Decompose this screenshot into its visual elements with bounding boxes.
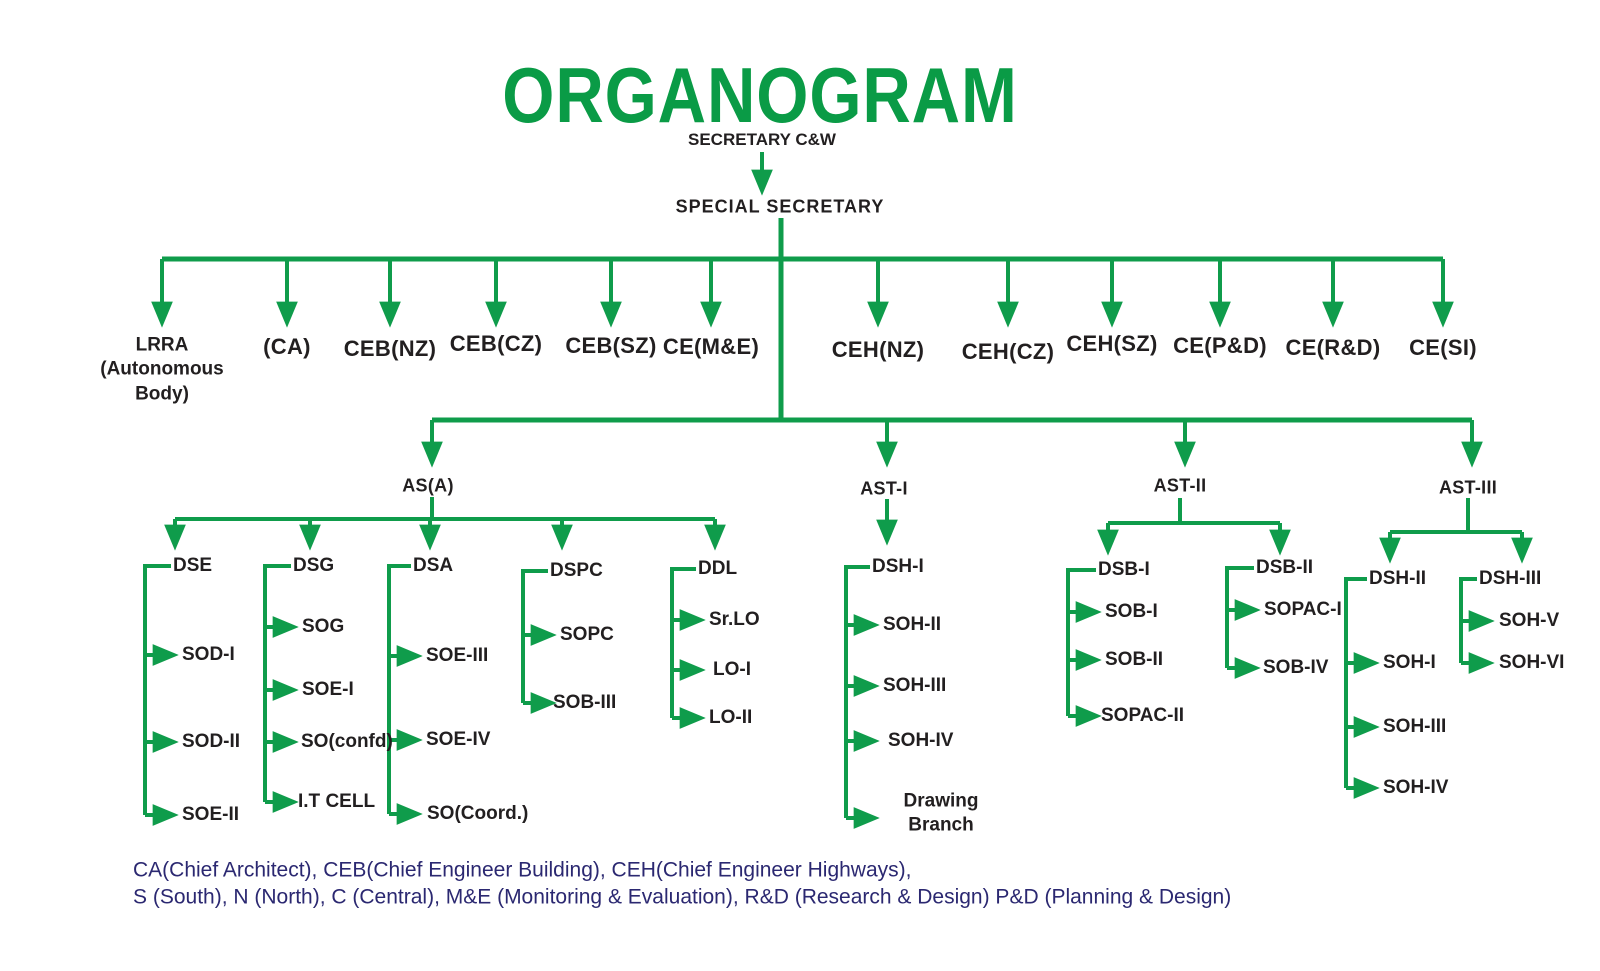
node-as-a: AS(A) [402, 475, 454, 496]
node-sr-lo: Sr.LO [709, 608, 760, 630]
page-title: ORGANOGRAM [502, 51, 1018, 140]
node-sod-1: SOD-I [182, 643, 235, 665]
node-ce-si: CE(SI) [1409, 334, 1477, 360]
node-sob-2: SOB-II [1105, 648, 1164, 670]
node-soe-1: SOE-I [302, 678, 354, 700]
node-dsh-1: DSH-I [872, 555, 924, 577]
node-dsb-1: DSB-I [1098, 558, 1150, 580]
node-sog: SOG [302, 615, 345, 637]
node-soh-3: SOH-III [883, 674, 947, 696]
node-dsa: DSA [413, 554, 454, 576]
legend-line-1: CA(Chief Architect), CEB(Chief Engineer … [133, 858, 912, 882]
node-lo-2: LO-II [709, 706, 753, 728]
node-sopc: SOPC [560, 623, 614, 645]
node-secretary-cw: SECRETARY C&W [688, 130, 836, 150]
node-so-coord: SO(Coord.) [427, 802, 529, 824]
node-soe-2: SOE-II [182, 803, 240, 825]
node-ceb-cz: CEB(CZ) [449, 330, 543, 356]
node-ceh-cz: CEH(CZ) [961, 338, 1055, 364]
node-ca: (CA) [263, 333, 311, 359]
node-soh-1: SOH-I [1383, 651, 1436, 673]
node-so-confd: SO(confd) [301, 730, 393, 752]
node-sopac-2: SOPAC-II [1101, 704, 1185, 726]
node-soh-4: SOH-IV [888, 729, 954, 751]
node-it-cell: I.T CELL [298, 790, 376, 812]
node-dse: DSE [173, 554, 213, 576]
node-soh-2: SOH-II [883, 613, 942, 635]
node-lrra: LRRA (Autonomous Body) [100, 334, 224, 405]
node-dsg: DSG [293, 554, 335, 576]
node-soe-3: SOE-III [426, 644, 489, 666]
node-ceb-sz: CEB(SZ) [565, 332, 657, 358]
node-ddl: DDL [698, 557, 738, 579]
node-ceh-sz: CEH(SZ) [1066, 330, 1158, 356]
node-ceh-nz: CEH(NZ) [831, 336, 925, 362]
node-ast-3: AST-III [1438, 477, 1498, 498]
node-dsh-3: DSH-III [1479, 567, 1542, 589]
node-ceb-nz: CEB(NZ) [343, 335, 437, 361]
legend-line-2: S (South), N (North), C (Central), M&E (… [133, 885, 1232, 909]
node-sod-2: SOD-II [182, 730, 241, 752]
node-special-secretary: SPECIAL SECRETARY [675, 196, 885, 217]
node-ce-pd: CE(P&D) [1173, 332, 1267, 358]
node-dsb-2: DSB-II [1256, 556, 1313, 578]
node-sob-1: SOB-I [1105, 600, 1158, 622]
node-soh-4b: SOH-IV [1383, 776, 1449, 798]
node-sob-3: SOB-III [553, 691, 617, 713]
node-ce-me: CE(M&E) [662, 333, 760, 359]
node-dsh-2: DSH-II [1369, 567, 1426, 589]
node-ce-rd: CE(R&D) [1285, 334, 1381, 360]
node-ast-2: AST-II [1153, 475, 1207, 496]
node-soe-4: SOE-IV [426, 728, 491, 750]
node-ast-1: AST-I [860, 478, 908, 499]
node-lo-1: LO-I [713, 658, 751, 680]
node-sopac-1: SOPAC-I [1264, 598, 1342, 620]
node-dspc: DSPC [550, 559, 603, 581]
node-soh-3b: SOH-III [1383, 715, 1447, 737]
node-drawing-branch: Drawing Branch [903, 790, 979, 836]
node-soh-5: SOH-V [1499, 609, 1560, 631]
node-sob-4: SOB-IV [1263, 656, 1329, 678]
node-soh-6: SOH-VI [1499, 651, 1565, 673]
